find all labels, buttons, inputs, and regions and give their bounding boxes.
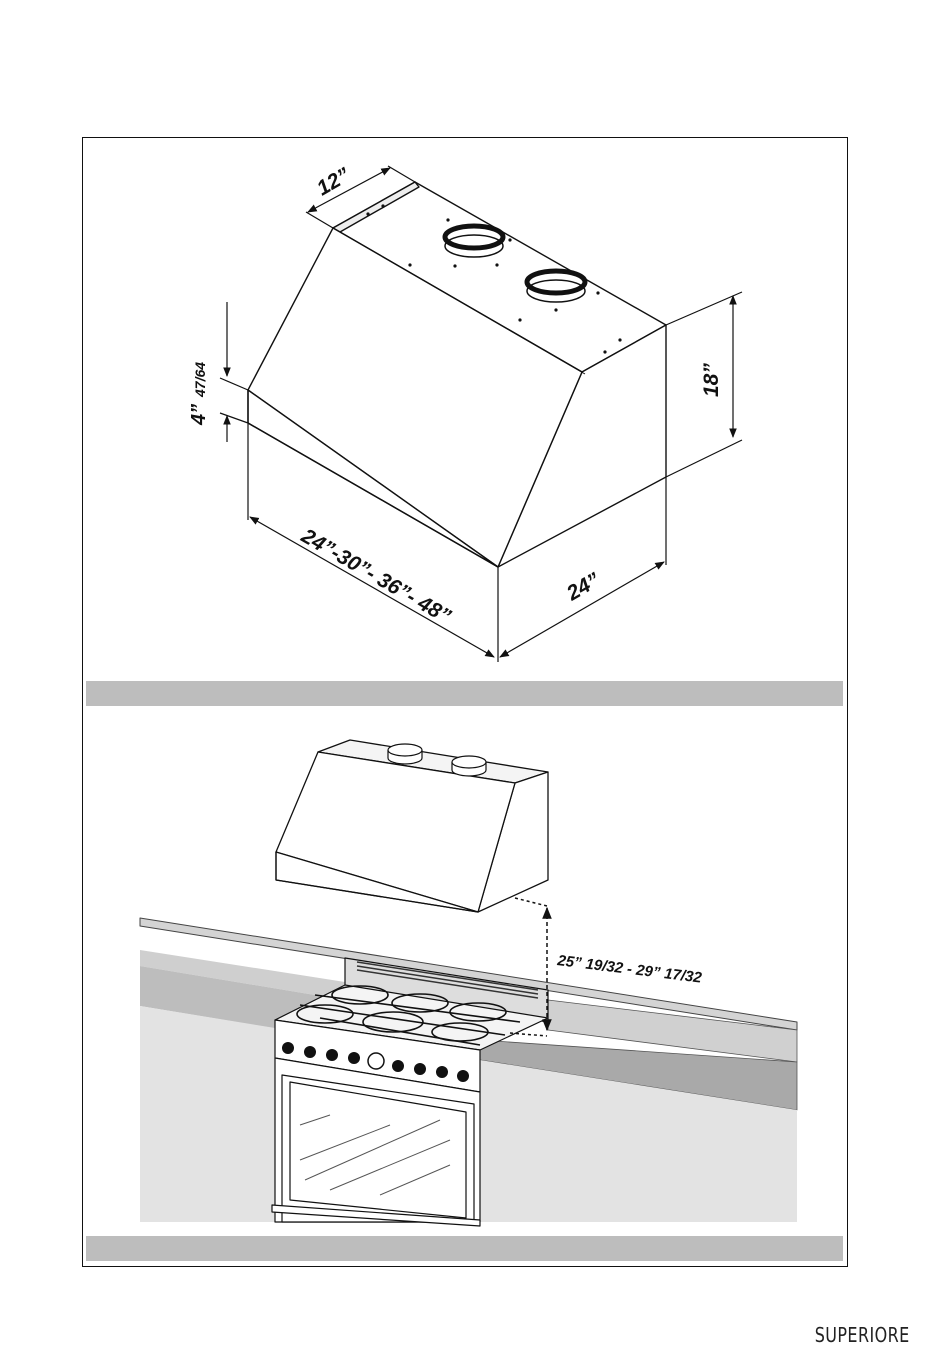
dim-height: 18” <box>700 363 723 397</box>
dim-widths: 24”-30”- 36”- 48” <box>297 524 455 629</box>
dim-front-height-fraction: 47/64 <box>192 362 208 398</box>
hood-dimension-drawing <box>248 182 666 567</box>
brand-footer: SUPERIORE <box>815 1323 910 1347</box>
hood-installed <box>276 740 548 912</box>
dim-depth-top: 12” <box>313 163 354 200</box>
dim-mount-height: 25” 19/32 - 29” 17/32 <box>556 952 704 987</box>
cabinet-left <box>140 1006 275 1222</box>
dim-front-height-whole: 4” <box>188 404 210 426</box>
